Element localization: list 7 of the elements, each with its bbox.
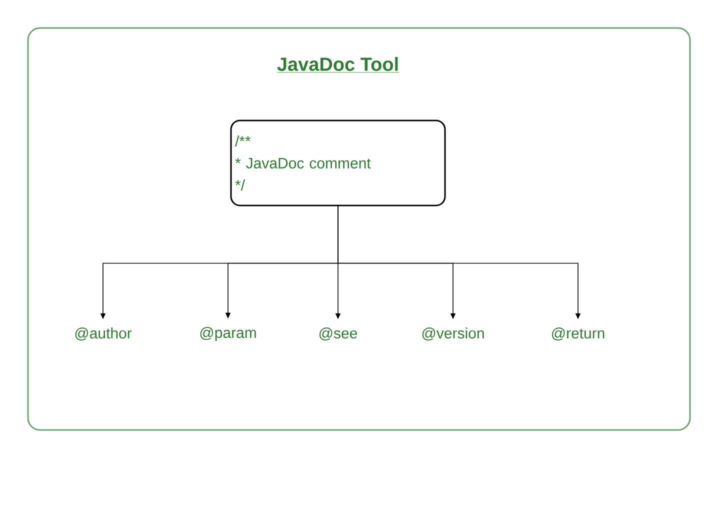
tag-label: @version: [422, 328, 484, 340]
tag-label: @param: [200, 327, 256, 341]
title: JavaDoc Tool: [276, 57, 400, 73]
comment-box: /** * JavaDoc comment */: [230, 120, 446, 206]
tag-label: @see: [319, 328, 358, 340]
tag-label: @author: [75, 328, 132, 340]
tag-label: @return: [552, 328, 604, 340]
